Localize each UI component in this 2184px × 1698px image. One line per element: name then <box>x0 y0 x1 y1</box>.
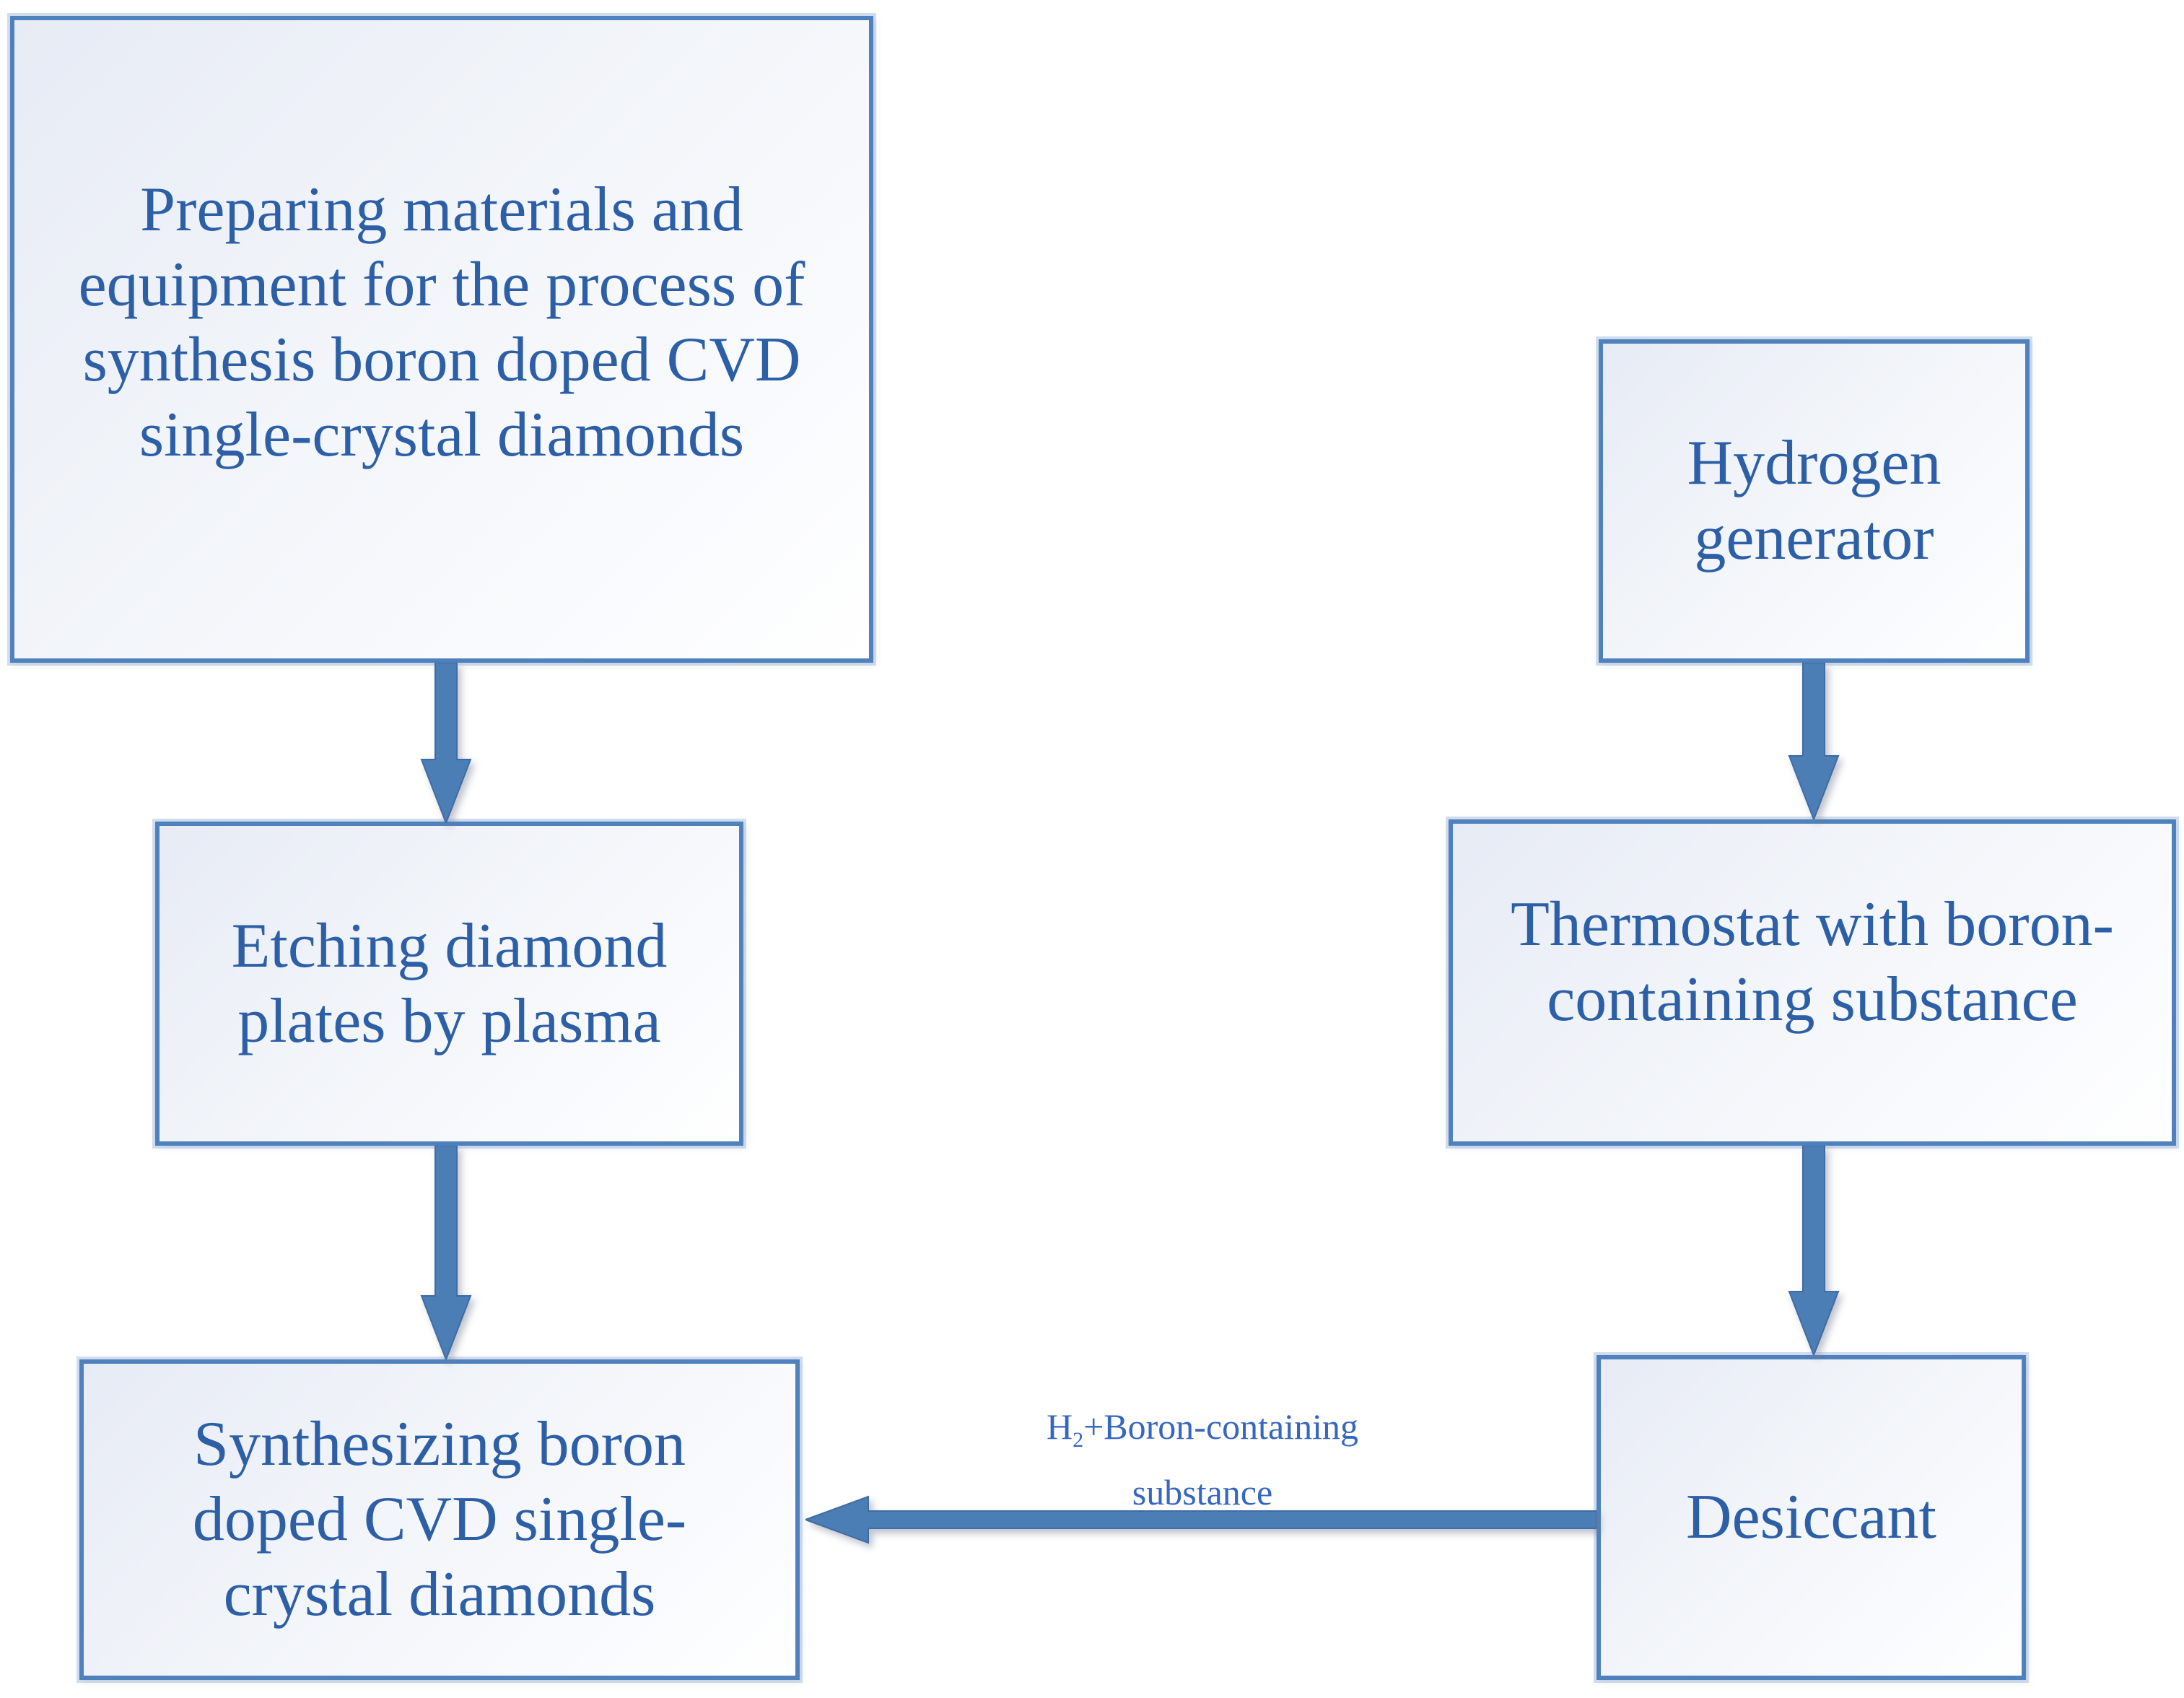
box-etching-diamond-plates-label: Etching diamond plates by plasma <box>231 910 668 1056</box>
arrow-etching-to-synthesizing-icon <box>420 1146 472 1359</box>
formula-base: H <box>1046 1406 1073 1447</box>
box-thermostat-boron-substance: Thermostat with boron- containing substa… <box>1446 817 2179 1149</box>
formula-rest: +Boron-containing <box>1083 1406 1359 1447</box>
arrow-hydrogen-to-thermostat-icon <box>1788 663 1840 819</box>
formula-subscript: 2 <box>1073 1428 1084 1452</box>
box-synthesizing-diamonds: Synthesizing boron doped CVD single- cry… <box>77 1357 803 1683</box>
box-etching-diamond-plates: Etching diamond plates by plasma <box>152 819 746 1149</box>
arrow-label-h2-boron-substance: H2+Boron-containing substance <box>842 1401 1563 1518</box>
arrow-label-line2: substance <box>1132 1472 1273 1512</box>
box-desiccant: Desiccant <box>1594 1352 2029 1683</box>
arrow-thermostat-to-desiccant-icon <box>1788 1146 1840 1355</box>
arrow-desiccant-to-synthesizing-icon <box>805 1495 1596 1544</box>
arrow-label-line1: H2+Boron-containing <box>842 1401 1563 1466</box>
box-preparing-materials-label: Preparing materials and equipment for th… <box>78 175 805 470</box>
box-desiccant-label: Desiccant <box>1686 1482 1936 1552</box>
box-thermostat-boron-substance-label: Thermostat with boron- containing substa… <box>1511 889 2114 1035</box>
arrow-preparing-to-etching-icon <box>420 663 472 823</box>
box-hydrogen-generator: Hydrogen generator <box>1596 336 2032 666</box>
box-preparing-materials: Preparing materials and equipment for th… <box>7 13 876 666</box>
box-synthesizing-diamonds-label: Synthesizing boron doped CVD single- cry… <box>192 1409 687 1629</box>
box-hydrogen-generator-label: Hydrogen generator <box>1687 428 1941 573</box>
